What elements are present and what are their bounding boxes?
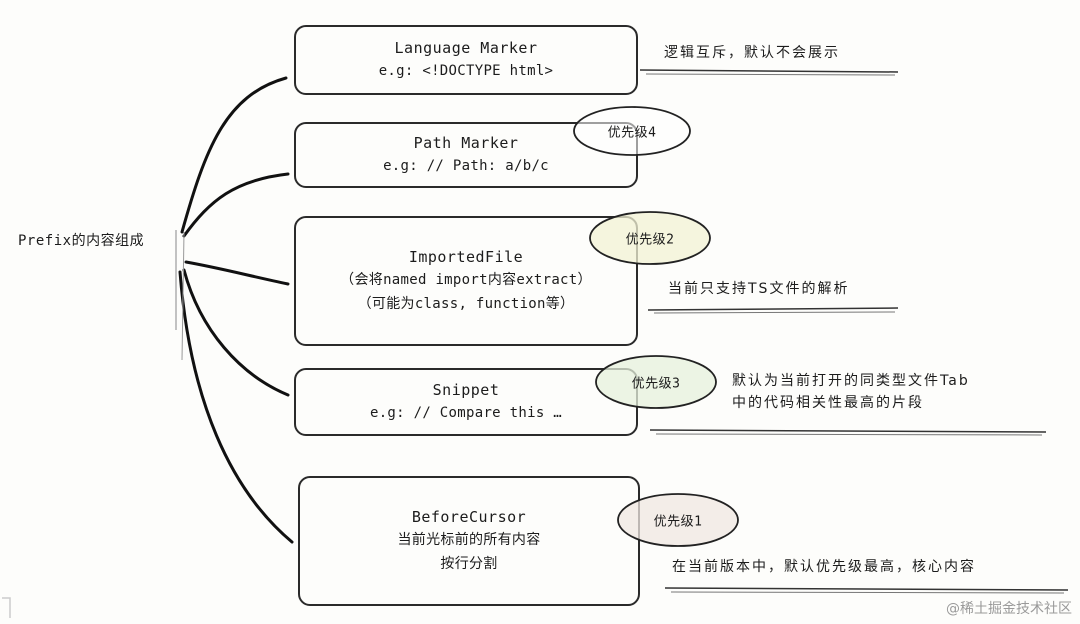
node-snippet: Snippet e.g: // Compare this … [294, 368, 638, 436]
node-imported-file: ImportedFile （会将named import内容extract） （… [294, 216, 638, 346]
branch-language [180, 76, 288, 234]
note-underline-2 [647, 307, 899, 311]
node-line: e.g: // Path: a/b/c [383, 158, 549, 174]
node-line: 当前光标前的所有内容 [397, 532, 541, 548]
note-underline-4 [664, 587, 1069, 591]
note-line: 在当前版本中，默认优先级最高，核心内容 [672, 559, 976, 575]
node-line: （可能为class, function等） [357, 296, 575, 312]
branch-path [182, 172, 290, 238]
node-title: ImportedFile [408, 248, 524, 266]
note-language-marker: 逻辑互斥，默认不会展示 [664, 42, 840, 64]
note-line: 逻辑互斥，默认不会展示 [664, 45, 840, 61]
node-language-marker: Language Marker e.g: <!DOCTYPE html> [294, 25, 638, 95]
priority-label-3: 优先级3 [631, 376, 681, 392]
note-imported-file: 当前只支持TS文件的解析 [668, 278, 849, 300]
watermark: @稀土掘金技术社区 [946, 601, 1072, 617]
note-snippet: 默认为当前打开的同类型文件Tab 中的代码相关性最高的片段 [732, 370, 970, 414]
node-line: 按行分割 [440, 556, 498, 572]
node-path-marker: Path Marker e.g: // Path: a/b/c [294, 122, 638, 188]
root-label: Prefix的内容组成 [18, 233, 145, 249]
priority-label-4: 优先级4 [607, 125, 657, 141]
note-line: 当前只支持TS文件的解析 [668, 281, 850, 297]
node-line: e.g: // Compare this … [369, 405, 563, 421]
node-title: Path Marker [413, 134, 519, 152]
branch-snippet [182, 268, 290, 397]
note-line: 中的代码相关性最高的片段 [732, 395, 924, 411]
node-title: BeforeCursor [411, 508, 527, 526]
branch-beforecursor [178, 270, 294, 544]
node-line: e.g: <!DOCTYPE html> [378, 63, 554, 79]
note-line: 默认为当前打开的同类型文件Tab [732, 373, 970, 389]
priority-label-1: 优先级1 [653, 514, 703, 530]
node-title: Language Marker [394, 39, 538, 57]
note-underline-1 [639, 69, 899, 73]
note-before-cursor: 在当前版本中，默认优先级最高，核心内容 [672, 556, 976, 578]
note-underline-3 [649, 429, 1047, 433]
node-title: Snippet [432, 381, 500, 399]
node-before-cursor: BeforeCursor 当前光标前的所有内容 按行分割 [298, 476, 640, 606]
branch-imported [184, 260, 290, 286]
priority-label-2: 优先级2 [625, 232, 675, 248]
node-line: （会将named import内容extract） [340, 272, 592, 288]
